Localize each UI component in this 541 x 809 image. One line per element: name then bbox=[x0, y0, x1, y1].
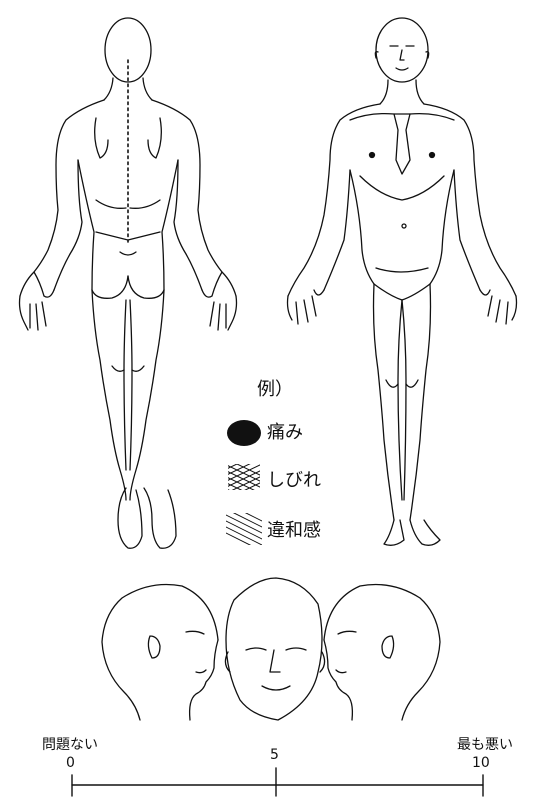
legend-pain-label: 痛み bbox=[267, 424, 303, 442]
scale-tick-5: 5 bbox=[270, 748, 279, 762]
scale-tick-10: 10 bbox=[472, 756, 490, 770]
severity-scale bbox=[72, 768, 483, 796]
head-left-profile bbox=[102, 585, 218, 721]
scale-tick-0: 0 bbox=[66, 756, 75, 770]
legend-discomfort-symbol bbox=[220, 500, 268, 554]
front-view-figure bbox=[288, 18, 517, 545]
scale-max-label: 最も悪い bbox=[457, 738, 513, 752]
legend-discomfort-label: 違和感 bbox=[267, 522, 321, 540]
legend-numbness-label: しびれ bbox=[267, 472, 321, 490]
legend-title: 例） bbox=[257, 381, 293, 399]
scale-min-label: 問題ない bbox=[42, 738, 98, 752]
legend-numbness-symbol bbox=[212, 452, 262, 506]
back-view-figure bbox=[20, 18, 237, 548]
head-right-profile bbox=[324, 585, 440, 721]
head-front bbox=[225, 578, 324, 720]
legend-pain-symbol bbox=[227, 420, 261, 446]
